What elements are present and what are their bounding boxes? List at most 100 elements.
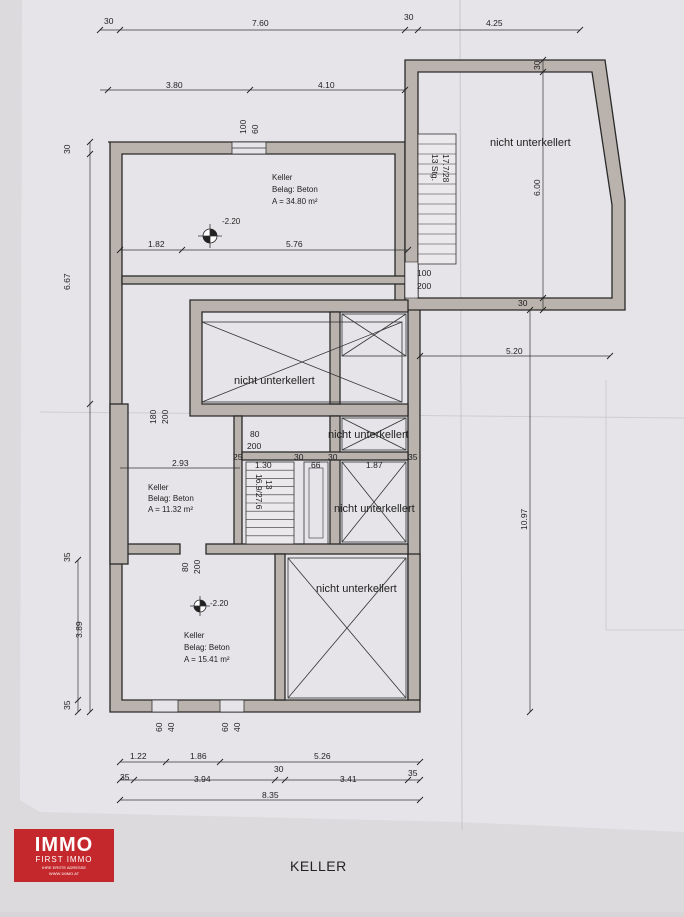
level-marker xyxy=(190,596,210,616)
dim-label: 66 xyxy=(311,460,321,470)
dimension-tick xyxy=(96,26,104,34)
dimension-tick xyxy=(416,758,424,766)
dimension-tick xyxy=(401,26,409,34)
room-name: Keller xyxy=(272,173,293,182)
dimension-tick xyxy=(130,776,138,784)
dim-label: 5.26 xyxy=(314,751,331,761)
dim-label: 30 xyxy=(328,452,338,462)
dim-label: 60 xyxy=(220,722,230,732)
dim-label: 1.87 xyxy=(366,460,383,470)
room-floor: Belag: Beton xyxy=(184,643,230,652)
dim-label: 40 xyxy=(232,722,242,732)
dim-label: 6.00 xyxy=(532,179,542,196)
unexcavated-zone xyxy=(341,313,407,357)
dimension-tick xyxy=(74,708,82,716)
dimension-tick xyxy=(414,26,422,34)
sheet-title: KELLER xyxy=(290,858,347,874)
room-name: nicht unterkellert xyxy=(334,503,415,515)
dim-label: 80 xyxy=(180,562,190,572)
level-value: -2.20 xyxy=(222,217,241,226)
dim-label: 1.30 xyxy=(255,460,272,470)
level-marker xyxy=(198,224,222,248)
dim-label: 200 xyxy=(160,410,170,424)
dim-label: 5.76 xyxy=(286,239,303,249)
stair-label: 16.9/27.6 xyxy=(254,474,264,510)
dim-label: 5.20 xyxy=(506,346,523,356)
door-opening xyxy=(404,261,419,299)
dim-label: 200 xyxy=(192,560,202,574)
unexcavated-zone xyxy=(287,557,407,699)
dim-label: 35 xyxy=(408,452,418,462)
interior-wall xyxy=(189,299,409,417)
dim-label: 1.86 xyxy=(190,751,207,761)
staircase-upper xyxy=(417,133,457,265)
dimension-tick xyxy=(416,352,424,360)
dimension-tick xyxy=(178,246,186,254)
interior-wall xyxy=(205,543,409,555)
dimension-tick xyxy=(576,26,584,34)
unexcavated-zone xyxy=(341,417,407,451)
dimension-tick xyxy=(416,776,424,784)
room-area: A = 11.32 m² xyxy=(148,505,193,514)
dimension-tick xyxy=(116,796,124,804)
dimension-tick xyxy=(404,776,412,784)
window xyxy=(151,699,179,713)
dim-label: 200 xyxy=(417,281,431,291)
interior-wall xyxy=(121,543,181,555)
dimension-tick xyxy=(281,776,289,784)
dimension-tick xyxy=(74,556,82,564)
room-floor: Belag: Beton xyxy=(148,494,194,503)
room-name: Keller xyxy=(148,483,169,492)
dimension-tick xyxy=(539,294,547,302)
dimension-tick xyxy=(539,68,547,76)
dimension-tick xyxy=(104,86,112,94)
room-name: nicht unterkellert xyxy=(316,583,397,595)
logo-brand: IMMO xyxy=(34,834,94,856)
interior-wall xyxy=(241,451,409,461)
dimension-tick xyxy=(116,758,124,766)
dimension-tick xyxy=(74,696,82,704)
dim-label: 30 xyxy=(532,60,542,70)
dimension-tick xyxy=(116,776,124,784)
unexcavated-zone xyxy=(341,461,407,543)
dim-label: 60 xyxy=(250,124,260,134)
room-floor: Belag: Beton xyxy=(272,185,318,194)
room-name: nicht unterkellert xyxy=(328,429,409,441)
dim-label: 35 xyxy=(120,772,130,782)
dim-label: 8.35 xyxy=(262,790,279,800)
dimension-tick xyxy=(401,86,409,94)
dimension-tick xyxy=(116,26,124,34)
interior-wall xyxy=(407,553,421,701)
window xyxy=(219,699,245,713)
dimension-tick xyxy=(116,246,124,254)
dim-label: 80 xyxy=(250,429,260,439)
dim-label: 3.41 xyxy=(340,774,357,784)
dimension-tick xyxy=(539,56,547,64)
dim-label: 30 xyxy=(294,452,304,462)
dim-label: 7.60 xyxy=(252,18,269,28)
room-area: A = 34.80 m² xyxy=(272,197,318,206)
dimension-lines xyxy=(77,29,610,801)
interior-wall xyxy=(121,275,406,285)
dim-label: 25 xyxy=(233,452,243,462)
interior-wall xyxy=(233,415,243,547)
dimension-tick xyxy=(216,758,224,766)
dim-label: 100 xyxy=(417,268,431,278)
stair-label: 13 Stg. xyxy=(430,154,440,181)
room-name: Keller xyxy=(184,631,205,640)
dim-label: 4.25 xyxy=(486,18,503,28)
stair-label: 17.7/28 xyxy=(441,154,451,183)
dim-label: 100 xyxy=(238,120,248,134)
dim-label: 30 xyxy=(274,764,284,774)
dimension-tick xyxy=(86,150,94,158)
dim-label: 30 xyxy=(404,12,414,22)
room-name: nicht unterkellert xyxy=(234,375,315,387)
dim-label: 6.67 xyxy=(62,273,72,290)
dim-label: 30 xyxy=(62,144,72,154)
dimension-tick xyxy=(86,708,94,716)
room-name: nicht unterkellert xyxy=(490,137,571,149)
dimension-tick xyxy=(539,306,547,314)
interior-wall xyxy=(274,553,286,701)
